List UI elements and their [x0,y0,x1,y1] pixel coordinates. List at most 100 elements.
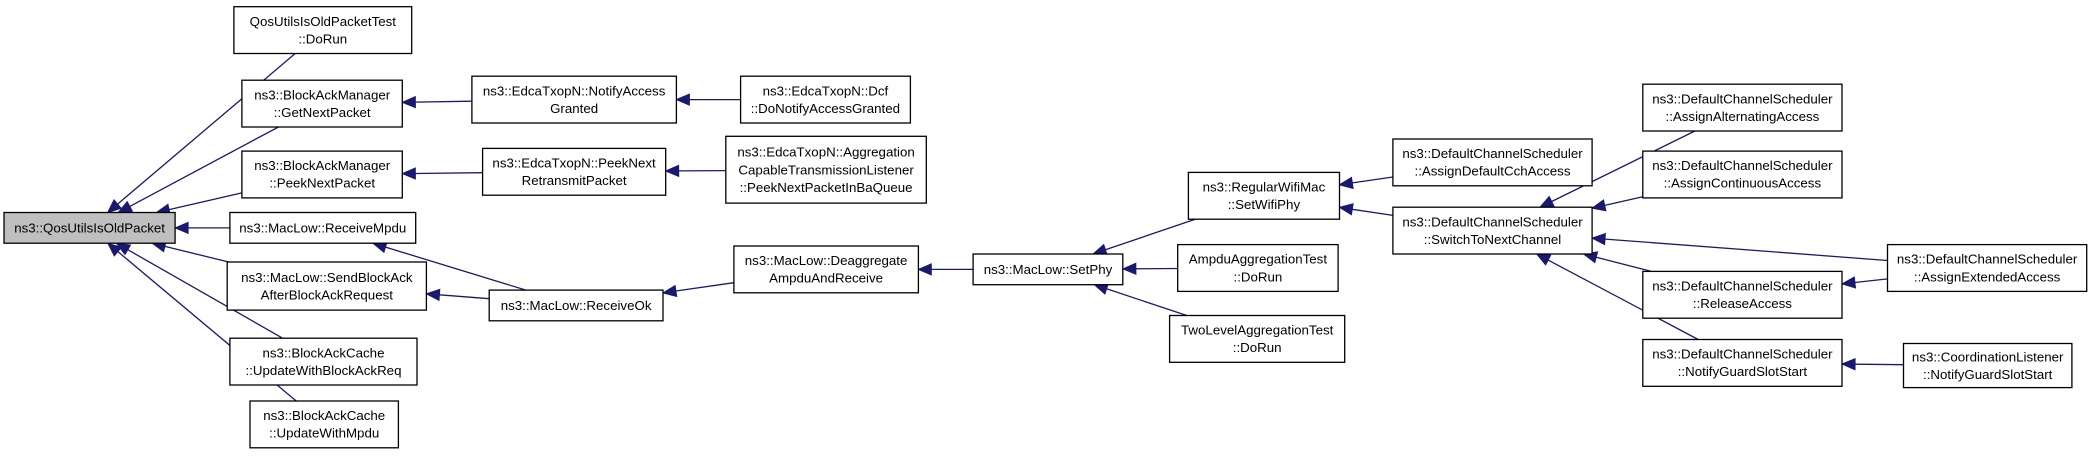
edge-line [675,282,734,292]
edge-ml_deagg-to-ml_recvok [661,282,734,298]
edge-line [1604,238,1888,262]
node-box[interactable] [739,75,912,124]
graph-node-edca_dcf[interactable]: ns3::EdcaTxopN::Dcf::DoNotifyAccessGrant… [739,75,912,124]
root-node-box[interactable] [3,211,176,244]
arrowhead-icon [661,284,678,298]
node-box[interactable] [733,245,920,294]
graph-node-dcs_alternating[interactable]: ns3::DefaultChannelScheduler::AssignAlte… [1642,83,1843,132]
edge-line [385,246,527,291]
nodes-layer: ns3::QosUtilsIsOldPacket QosUtilsIsOldPac… [3,6,2088,449]
edge-line [1854,278,1888,284]
graph-node-edca_agg[interactable]: ns3::EdcaTxopN::AggregationCapableTransm… [725,135,927,204]
edge-line [415,172,483,175]
graph-node-ml_recvok[interactable]: ns3::MacLow::ReceiveOk [488,289,664,322]
edge-ml_sendbar-to-root [151,240,229,263]
node-box[interactable] [1886,243,2088,293]
edge-twolevel_test-to-ml_setphy [1093,283,1188,317]
edge-line [129,126,279,207]
graph-node-bac_mpdu[interactable]: ns3::BlockAckCache::UpdateWithMpdu [249,400,400,449]
edge-line [117,53,296,205]
edge-cl_guard-to-dcs_guard [1840,357,1904,371]
edge-edca_dcf-to-edca_notify [675,93,741,106]
edge-line [164,245,229,263]
node-box[interactable] [1902,342,2073,389]
graph-node-bam_peeknext[interactable]: ns3::BlockAckManager::PeekNextPacket [241,150,403,199]
graph-node-dcs_continuous[interactable]: ns3::DefaultChannelScheduler::AssignCont… [1642,150,1843,199]
arrowhead-icon [173,221,189,235]
graph-node-twolevel_test[interactable]: TwoLevelAggregationTest::DoRun [1168,314,1346,363]
edge-line [439,294,490,300]
arrowhead-icon [1590,232,1606,246]
node-box[interactable] [471,75,678,124]
arrowhead-icon [1538,195,1555,208]
edge-line [1105,218,1196,251]
node-box[interactable] [481,147,667,196]
edge-dcs_continuous-to-dcs_switch [1590,196,1643,212]
node-box[interactable] [229,211,417,244]
node-box[interactable] [1392,138,1593,187]
graph-node-dcs_release[interactable]: ns3::DefaultChannelScheduler::ReleaseAcc… [1642,270,1843,319]
arrowhead-icon [1590,199,1607,212]
arrowhead-icon [1535,253,1552,266]
graph-node-ampdu_test[interactable]: AmpduAggregationTest::DoRun [1177,243,1339,293]
graph-node-edca_notify[interactable]: ns3::EdcaTxopN::NotifyAccessGranted [471,75,678,124]
graph-node-qosold[interactable]: QosUtilsIsOldPacketTest::DoRun [233,6,413,55]
edge-line [1352,176,1393,184]
node-box[interactable] [1392,206,1593,255]
graph-node-dcs_switch[interactable]: ns3::DefaultChannelScheduler::SwitchToNe… [1392,206,1593,255]
graph-node-ml_sendbar[interactable]: ns3::MacLow::SendBlockAckAfterBlockAckRe… [226,261,428,311]
edge-line [1352,208,1393,217]
graph-node-bam_getnext[interactable]: ns3::BlockAckManager::GetNextPacket [241,79,403,128]
graph-node-cl_guard[interactable]: ns3::CoordinationListener::NotifyGuardSl… [1902,342,2073,389]
node-box[interactable] [1168,314,1346,363]
edge-dcs_assigndefault-to-rwm_setwifiphy [1338,176,1393,190]
arrowhead-icon [106,199,123,214]
graph-node-rwm_setwifiphy[interactable]: ns3::RegularWifiMac::SetWifiPhy [1187,171,1341,220]
graph-node-ml_setphy[interactable]: ns3::MacLow::SetPhy [972,253,1124,286]
arrowhead-icon [917,263,932,276]
node-box[interactable] [229,337,418,386]
edge-dcs_extended-to-dcs_release [1840,276,1888,289]
arrowhead-icon [675,93,690,106]
graph-node-dcs_guard[interactable]: ns3::DefaultChannelScheduler::NotifyGuar… [1642,338,1843,387]
arrowhead-icon [1840,357,1856,371]
edge-line [168,192,243,211]
node-box[interactable] [241,150,403,199]
node-box[interactable] [249,400,400,449]
edge-line [1551,130,1696,203]
graph-node-ml_recvmpdu[interactable]: ns3::MacLow::ReceiveMpdu [229,211,417,244]
graph-node-root[interactable]: ns3::QosUtilsIsOldPacket [3,211,176,244]
node-box[interactable] [725,135,927,204]
arrowhead-icon [401,167,416,180]
graph-node-dcs_assigndefault[interactable]: ns3::DefaultChannelScheduler::AssignDefa… [1392,138,1593,187]
node-box[interactable] [488,289,664,322]
edge-dcs_switch-to-rwm_setwifiphy [1338,203,1393,217]
arrowhead-icon [664,164,680,178]
edge-line [1547,259,1699,341]
edge-line [415,100,472,103]
node-box[interactable] [1642,83,1843,132]
graph-node-dcs_extended[interactable]: ns3::DefaultChannelScheduler::AssignExte… [1886,243,2088,293]
edge-line [1604,196,1643,207]
node-box[interactable] [1177,243,1339,293]
edge-ml_setphy-to-ml_deagg [917,263,974,276]
arrowhead-icon [106,242,123,257]
node-box[interactable] [1642,150,1843,199]
node-box[interactable] [1187,171,1341,220]
node-box[interactable] [1642,270,1843,319]
node-box[interactable] [1642,338,1843,387]
node-box[interactable] [972,253,1124,286]
edge-edca_peekretx-to-bam_peeknext [401,167,483,180]
node-box[interactable] [233,6,413,55]
edge-line [1596,256,1652,273]
graph-node-bac_bar[interactable]: ns3::BlockAckCache::UpdateWithBlockAckRe… [229,337,418,386]
edge-ampdu_test-to-ml_setphy [1121,262,1178,276]
arrowhead-icon [1338,203,1354,216]
arrowhead-icon [401,95,416,109]
edge-line [127,249,283,339]
node-box[interactable] [241,79,403,128]
node-box[interactable] [226,261,428,311]
